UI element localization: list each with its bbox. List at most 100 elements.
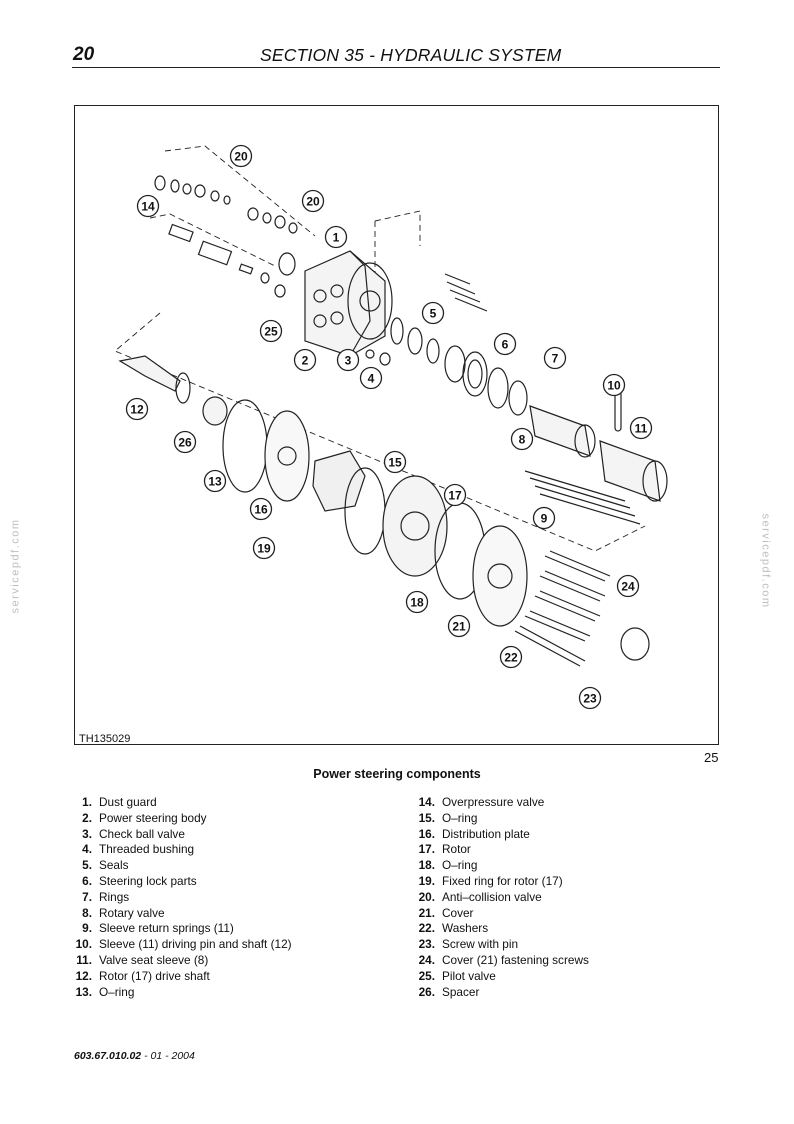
callout-label: 21 <box>452 619 466 633</box>
callout-label: 6 <box>502 337 509 351</box>
legend-item-number: 3. <box>82 826 92 841</box>
legend-item-text: Sleeve return springs (11) <box>99 921 234 936</box>
rings-and-plates <box>222 399 528 627</box>
legend-item-text: Washers <box>442 921 489 936</box>
legend-item-text: Power steering body <box>99 810 207 825</box>
watermark-right: servicepdf.com <box>759 513 772 609</box>
legend-item-text: Distribution plate <box>442 826 530 841</box>
callout-label: 20 <box>234 149 248 163</box>
callout-label: 11 <box>635 421 648 435</box>
page-number: 20 <box>73 44 95 65</box>
callout-16: 16 <box>249 497 273 521</box>
return-springs <box>524 470 641 525</box>
legend-item: 9. Sleeve return springs (11) <box>70 921 292 937</box>
callout-14: 14 <box>136 194 160 218</box>
callout-label: 14 <box>141 199 155 213</box>
assembly-guide-lines <box>114 145 646 552</box>
legend-item: 20. Anti–collision valve <box>413 890 589 906</box>
legend-item-number: 21. <box>418 905 435 920</box>
legend-item: 16.Distribution plate <box>413 827 589 843</box>
callout-label: 9 <box>541 511 548 525</box>
legend-item-number: 13. <box>75 984 92 999</box>
callout-label: 10 <box>607 378 621 392</box>
callout-label: 19 <box>257 541 271 555</box>
legend-item-text: O–ring <box>442 810 478 825</box>
legend-item-number: 17. <box>418 842 435 857</box>
legend-item-text: Rings <box>99 889 130 904</box>
legend-item-number: 1. <box>82 795 92 809</box>
callout-17: 17 <box>443 483 467 507</box>
legend-item-number: 12. <box>75 968 92 983</box>
legend-item-number: 14. <box>418 795 435 809</box>
screws <box>514 550 650 667</box>
legend-item-number: 7. <box>82 889 92 904</box>
legend-item-text: Threaded bushing <box>99 842 195 857</box>
callout-13: 13 <box>203 469 227 493</box>
legend-item-number: 5. <box>82 858 92 873</box>
callout-20: 20 <box>301 189 325 213</box>
legend-item-number: 10. <box>75 937 92 952</box>
callout-3: 3 <box>336 348 360 372</box>
document-code: 603.67.010.02 - 01 - 2004 <box>74 1050 195 1062</box>
legend-item: 5. Seals <box>70 858 292 874</box>
legend-item-text: Sleeve (11) driving pin and shaft (12) <box>99 937 292 952</box>
callout-5: 5 <box>421 301 445 325</box>
callout-18: 18 <box>405 590 429 614</box>
legend-item-number: 23. <box>418 937 435 952</box>
legend-item-number: 9. <box>82 921 92 936</box>
callout-24: 24 <box>616 574 640 598</box>
document-date: - 01 - 2004 <box>141 1050 195 1062</box>
callout-label: 24 <box>621 579 635 593</box>
legend-item: 22.Washers <box>413 921 589 937</box>
callout-7: 7 <box>543 346 567 370</box>
section-title: SECTION 35 - HYDRAULIC SYSTEM <box>260 45 562 65</box>
callout-12: 12 <box>125 397 149 421</box>
watermark-left: servicepdf.com <box>9 518 22 614</box>
legend-item-text: Cover (21) fastening screws <box>442 952 589 967</box>
legend-item-text: Overpressure valve <box>442 795 545 809</box>
legend-item: 25.Pilot valve <box>413 969 589 985</box>
legend-item-number: 4. <box>82 842 92 857</box>
legend-item: 12. Rotor (17) drive shaft <box>70 969 292 985</box>
callout-26: 26 <box>173 430 197 454</box>
legend-item-number: 8. <box>82 905 92 920</box>
callout-22: 22 <box>499 645 523 669</box>
callout-label: 8 <box>519 432 526 446</box>
legend-item-text: Anti–collision valve <box>442 889 542 904</box>
legend-item-text: Seals <box>99 858 129 873</box>
legend-item: 23.Screw with pin <box>413 937 589 953</box>
legend-item: 2.Power steering body <box>70 811 292 827</box>
legend-item-number: 24. <box>418 952 435 967</box>
callout-10: 10 <box>602 373 626 397</box>
callout-label: 20 <box>306 194 320 208</box>
callout-label: 18 <box>410 595 424 609</box>
callout-11: 11 <box>629 416 653 440</box>
callout-21: 21 <box>447 614 471 638</box>
callout-4: 4 <box>359 366 383 390</box>
legend-item: 17.Rotor <box>413 842 589 858</box>
legend-item: 18.O–ring <box>413 858 589 874</box>
legend-item: 19.Fixed ring for rotor (17) <box>413 874 589 890</box>
callout-25: 25 <box>259 319 283 343</box>
legend-item-number: 20. <box>418 889 435 904</box>
legend-item-number: 11. <box>76 952 92 967</box>
callout-label: 3 <box>345 353 352 367</box>
callout-label: 17 <box>448 488 462 502</box>
callout-label: 1 <box>333 230 340 244</box>
callout-2: 2 <box>293 348 317 372</box>
figure-caption: Power steering components <box>313 767 481 781</box>
figure-code: TH135029 <box>79 733 131 745</box>
drive-shaft <box>118 355 228 426</box>
callout-8: 8 <box>510 427 534 451</box>
legend-item-text: Rotor (17) drive shaft <box>99 968 210 983</box>
seals <box>365 317 528 416</box>
callout-label: 16 <box>254 502 268 516</box>
legend-item: 11.Valve seat sleeve (8) <box>70 953 292 969</box>
figure-number: 25 <box>704 750 719 765</box>
legend-item-text: O–ring <box>442 858 478 873</box>
legend-item-text: Check ball valve <box>99 826 185 841</box>
legend-item: 1.Dust guard <box>70 795 292 811</box>
legend-item-number: 26. <box>418 984 435 999</box>
callout-label: 4 <box>368 371 375 385</box>
